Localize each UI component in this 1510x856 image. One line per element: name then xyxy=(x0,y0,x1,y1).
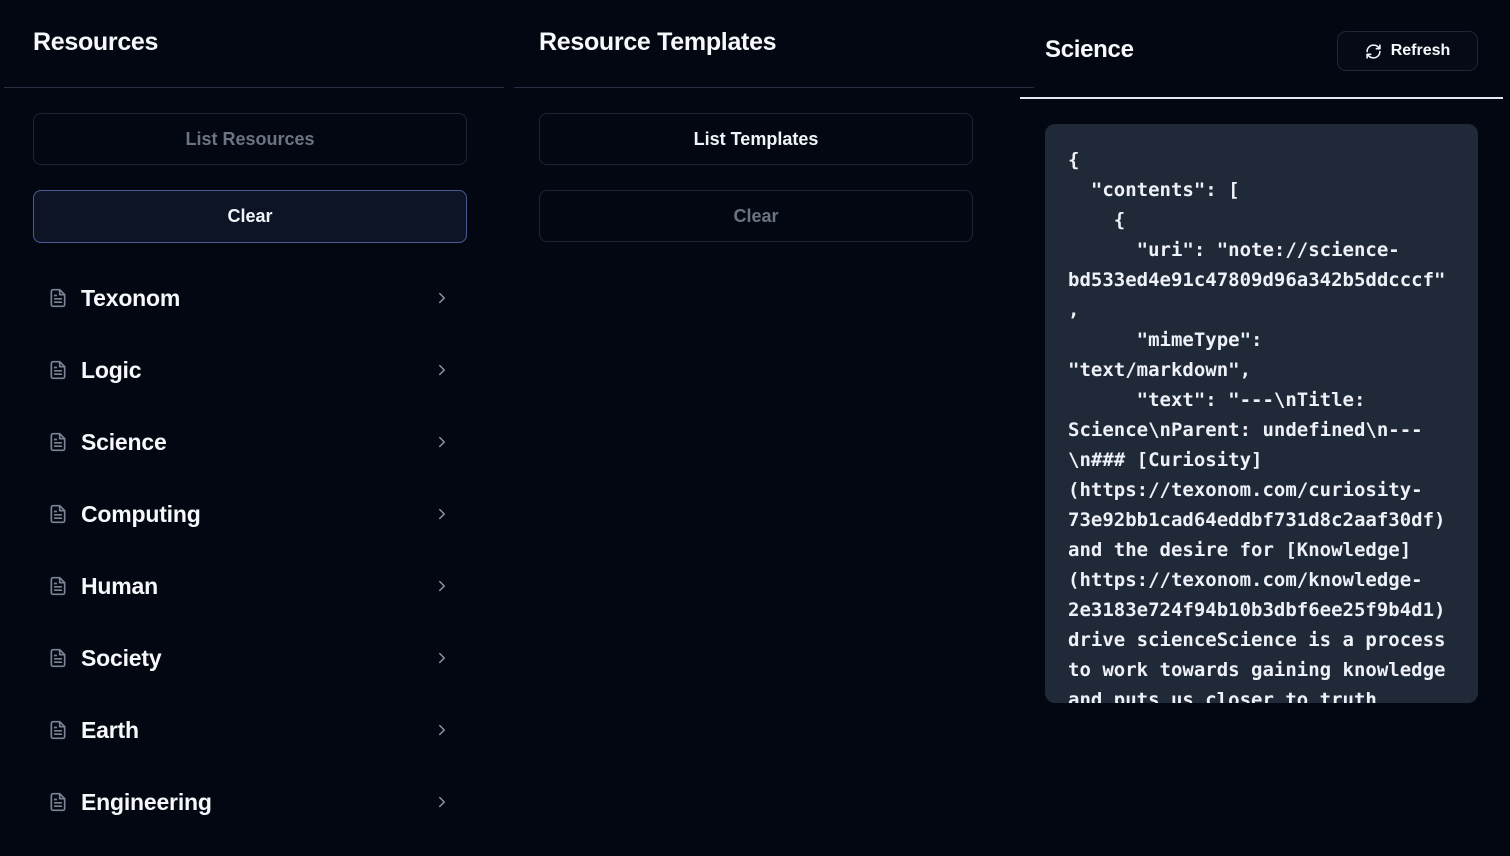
list-templates-button[interactable]: List Templates xyxy=(539,113,973,165)
resource-label: Society xyxy=(81,644,162,671)
chevron-right-icon xyxy=(439,508,445,520)
resource-content-json: { "contents": [ { "uri": "note://science… xyxy=(1068,149,1446,703)
file-text-icon xyxy=(50,720,66,740)
resource-row-earth[interactable]: Earth xyxy=(33,694,467,766)
resource-row-engineering[interactable]: Engineering xyxy=(33,766,467,838)
resource-label: Earth xyxy=(81,716,139,743)
resource-label: Computing xyxy=(81,500,201,527)
file-text-icon xyxy=(50,792,66,812)
file-text-icon xyxy=(50,360,66,380)
resources-clear-button[interactable]: Clear xyxy=(33,190,467,243)
templates-panel-title: Resource Templates xyxy=(539,28,777,56)
resources-divider xyxy=(4,87,504,88)
resource-row-science[interactable]: Science xyxy=(33,406,467,478)
resource-label: Human xyxy=(81,572,158,599)
list-resources-button[interactable]: List Resources xyxy=(33,113,467,165)
resource-row-society[interactable]: Society xyxy=(33,622,467,694)
file-text-icon xyxy=(50,432,66,452)
resource-content-code-block: { "contents": [ { "uri": "note://science… xyxy=(1045,124,1478,703)
resource-label: Texonom xyxy=(81,284,181,311)
resource-row-computing[interactable]: Computing xyxy=(33,478,467,550)
chevron-right-icon xyxy=(439,436,445,448)
chevron-right-icon xyxy=(439,724,445,736)
file-text-icon xyxy=(50,576,66,596)
chevron-right-icon xyxy=(439,796,445,808)
resource-label: Logic xyxy=(81,356,142,383)
chevron-right-icon xyxy=(439,364,445,376)
templates-divider xyxy=(514,87,1034,88)
detail-panel-title: Science xyxy=(1045,36,1134,63)
refresh-button-label: Refresh xyxy=(1390,42,1451,59)
resource-row-human[interactable]: Human xyxy=(33,550,467,622)
file-text-icon xyxy=(50,504,66,524)
file-text-icon xyxy=(50,648,66,668)
resources-list: Texonom Logic Science Computing Human So… xyxy=(33,262,467,838)
resource-row-texonom[interactable]: Texonom xyxy=(33,262,467,334)
resource-row-logic[interactable]: Logic xyxy=(33,334,467,406)
chevron-right-icon xyxy=(439,292,445,304)
refresh-button[interactable]: Refresh xyxy=(1337,31,1478,71)
detail-divider xyxy=(1020,97,1503,99)
resources-panel-title: Resources xyxy=(33,28,159,56)
resource-label: Engineering xyxy=(81,788,212,815)
resource-label: Science xyxy=(81,428,167,455)
refresh-icon xyxy=(1366,43,1381,59)
templates-clear-button[interactable]: Clear xyxy=(539,190,973,242)
chevron-right-icon xyxy=(439,580,445,592)
chevron-right-icon xyxy=(439,652,445,664)
file-text-icon xyxy=(50,288,66,308)
